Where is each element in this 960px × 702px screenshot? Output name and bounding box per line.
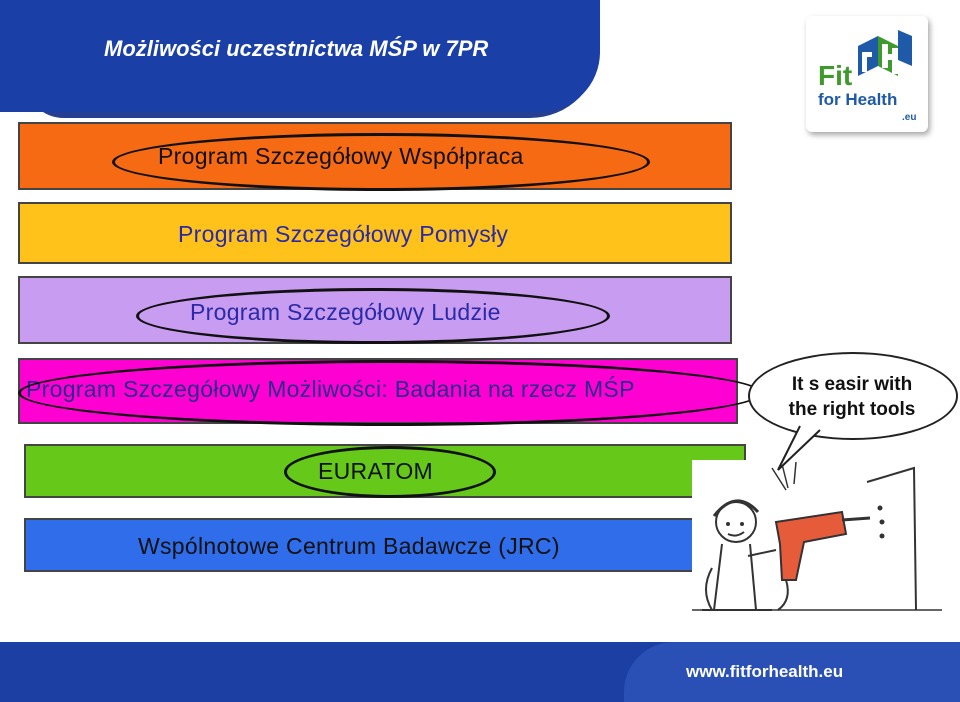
logo-eu-text: .eu — [902, 112, 917, 123]
program-bar-jrc — [24, 518, 746, 572]
highlight-oval-euratom — [284, 446, 496, 498]
program-label-jrc: Wspólnotowe Centrum Badawcze (JRC) — [138, 533, 560, 559]
highlight-oval-cooperation — [112, 133, 650, 191]
speech-bubble — [748, 352, 958, 440]
program-label-ideas: Program Szczegółowy Pomysły — [178, 221, 509, 247]
fit-for-health-logo: Fit for Health .eu — [806, 16, 928, 132]
highlight-oval-capacities — [18, 360, 762, 426]
logo-fit-text: Fit — [818, 60, 853, 91]
footer-website-link[interactable]: www.fitforhealth.eu — [686, 662, 844, 681]
footer-tab — [624, 642, 960, 702]
speech-bubble-text: It s easir with the right tools — [752, 372, 952, 422]
program-bar-ideas — [18, 202, 732, 264]
slide-title: Możliwości uczestnictwa MŚP w 7PR — [104, 36, 489, 61]
drill-cartoon — [692, 460, 942, 638]
logo-health-text: for Health — [818, 90, 898, 109]
speech-bubble-tail — [777, 425, 821, 471]
cube-logo-icon — [858, 30, 912, 76]
speech-bubble-line-1: It s easir with — [791, 374, 913, 395]
worker-drilling-icon — [692, 461, 942, 611]
header-band — [0, 0, 600, 112]
highlight-oval-people — [136, 288, 610, 344]
speech-bubble-line-2: the right tools — [788, 399, 916, 420]
